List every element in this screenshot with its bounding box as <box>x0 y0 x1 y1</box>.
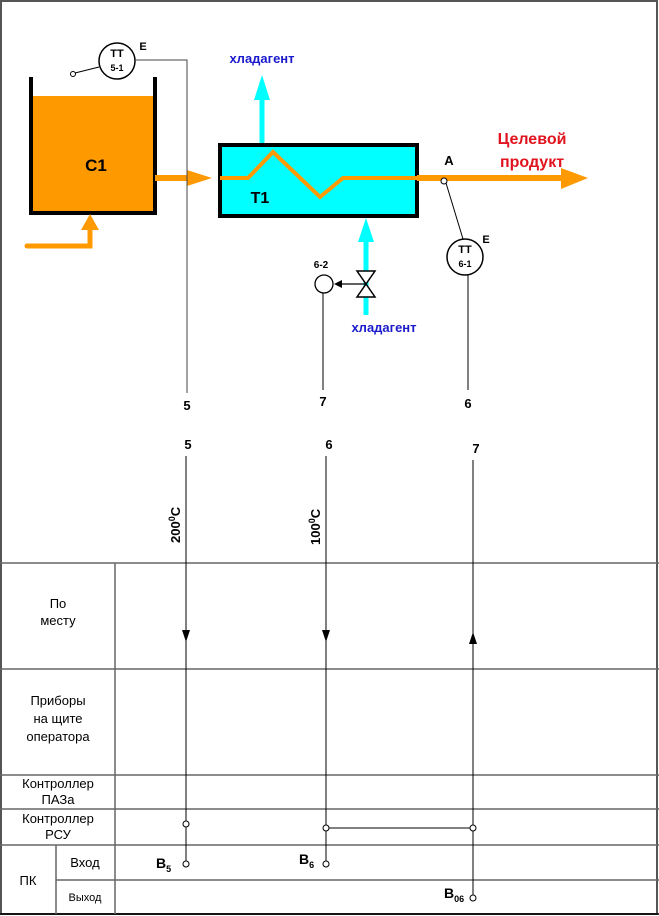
sensor-tap <box>70 71 76 77</box>
up-arrow-icon <box>469 632 477 644</box>
coolant-out-arrow-icon <box>254 75 270 100</box>
valve-actuator-tag: 6-2 <box>314 260 329 271</box>
connection-nodes <box>182 820 477 902</box>
row-label-dcs-controller: РСУ <box>45 827 71 842</box>
actuator-arrow-icon <box>334 280 342 288</box>
node <box>322 860 330 868</box>
heat-exchanger-t1: T1 <box>218 143 419 218</box>
tank-label: C1 <box>85 156 107 175</box>
target-product-line2: продукт <box>500 154 564 171</box>
signal-lines <box>185 456 474 895</box>
lower-line-number: 6 <box>325 437 332 452</box>
tank-inlet-pipe <box>24 214 99 249</box>
coolant-inlet: 6-2 хладагент <box>314 218 417 335</box>
range-label-6: 1000C <box>307 508 323 545</box>
point-a-tap <box>440 177 448 185</box>
tt-5-1-mark: E <box>139 41 146 53</box>
tt-5-1-tag: 5-1 <box>110 63 123 73</box>
row-label-operator-panel: Приборы <box>30 693 85 708</box>
lower-line-number: 5 <box>184 437 191 452</box>
instrument-tt-6-1[interactable]: TT 6-1 E <box>445 182 490 390</box>
row-label-pc-input: Вход <box>70 855 100 870</box>
down-arrow-icon <box>322 630 330 642</box>
inlet-arrow-icon <box>81 214 99 230</box>
valve-actuator[interactable] <box>314 274 334 294</box>
table-row-labels: По месту Приборы на щите оператора Контр… <box>20 596 102 904</box>
row-label-pc: ПК <box>20 873 37 888</box>
product-arrow-icon <box>561 168 588 189</box>
range-label-5: 2000C <box>167 506 183 543</box>
instrument-tt-5-1[interactable]: TT 5-1 E <box>70 41 188 393</box>
tt-5-1-func: TT <box>110 48 124 60</box>
heating-coil <box>220 149 417 200</box>
coolant-outlet: хладагент <box>229 51 295 146</box>
row-label-operator-panel: на щите <box>33 711 82 726</box>
pipe-c1-to-t1 <box>155 170 212 186</box>
row-label-pc-output: Выход <box>69 892 102 904</box>
signal-label-b6: B6 <box>299 851 314 870</box>
coolant-in-label: хладагент <box>351 320 416 335</box>
tt-6-1-func: TT <box>458 244 472 256</box>
row-label-dcs-controller: Контроллер <box>22 811 94 826</box>
row-label-on-site: месту <box>40 613 76 628</box>
function-table <box>0 562 659 915</box>
heat-exchanger-label: T1 <box>251 190 270 207</box>
point-a-label: A <box>444 153 454 168</box>
tt-6-1-tag: 6-1 <box>458 259 471 269</box>
flow-arrow-icon <box>187 170 212 186</box>
tank-walls <box>29 77 157 215</box>
upper-line-number: 6 <box>464 396 471 411</box>
row-label-paz-controller: Контроллер <box>22 776 94 791</box>
row-label-paz-controller: ПАЗа <box>42 792 76 807</box>
row-label-operator-panel: оператора <box>26 729 90 744</box>
coolant-in-arrow-icon <box>358 218 374 242</box>
lower-line-number: 7 <box>472 441 479 456</box>
control-valve-icon[interactable] <box>355 270 377 298</box>
tt-6-1-mark: E <box>482 234 489 246</box>
upper-line-number: 7 <box>319 394 326 409</box>
signal-label-b06: B06 <box>444 885 464 904</box>
coolant-out-label: хладагент <box>229 51 294 66</box>
node <box>469 894 477 902</box>
tank-liquid <box>32 96 154 212</box>
down-arrow-icon <box>182 630 190 642</box>
upper-line-number: 5 <box>183 398 190 413</box>
row-label-on-site: По <box>50 596 67 611</box>
product-outlet-pipe: Целевой продукт A <box>417 131 588 189</box>
signal-label-b5: B5 <box>156 855 171 874</box>
node <box>182 860 190 868</box>
node <box>322 824 330 832</box>
target-product-line1: Целевой <box>498 131 567 148</box>
node <box>182 820 190 828</box>
tank-c1: C1 <box>29 77 157 215</box>
node <box>469 824 477 832</box>
